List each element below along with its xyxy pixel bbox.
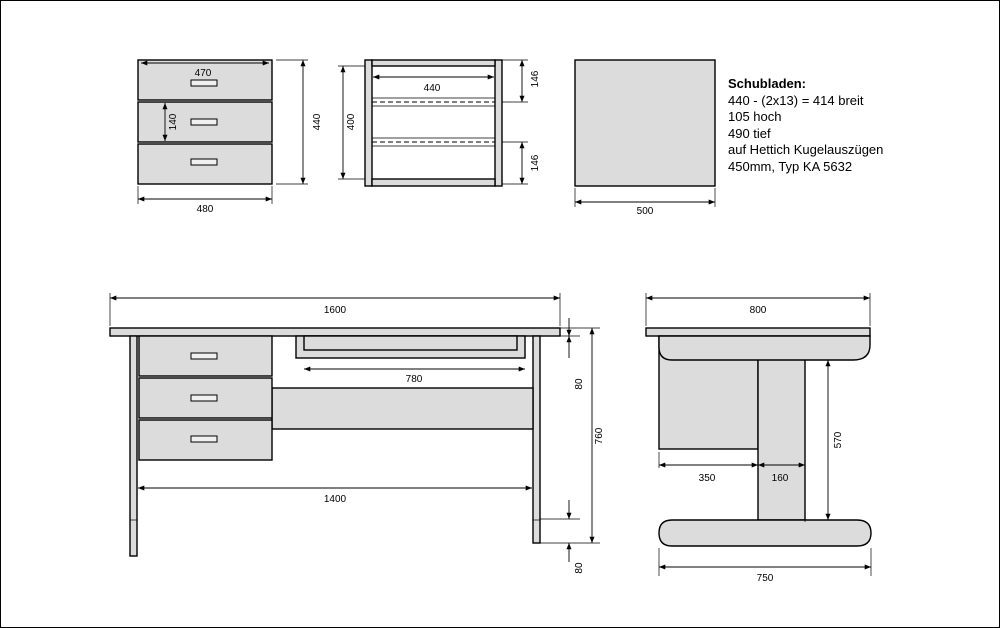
side-apron: [658, 335, 871, 361]
desk-side-view: 800 350 160 570 750: [645, 293, 872, 584]
cabinet-side-view: 500: [574, 59, 716, 217]
dim-label-leg-span: 1400: [324, 494, 347, 505]
desk-front-view: 1600 780 1400 760 80 80: [109, 293, 605, 574]
dim-label-foot-length: 750: [757, 573, 774, 584]
dim-label-top-offset: 80: [574, 378, 585, 390]
crossbar: [271, 387, 534, 430]
keyboard-tray-inner: [303, 335, 518, 351]
cabinet-front-view: 470 140 480 440: [137, 59, 323, 215]
notes-line-2: 105 hoch: [728, 109, 782, 124]
dim-label-cabinet-depth: 500: [637, 206, 654, 217]
dim-label-spacing-top: 146: [530, 70, 541, 87]
cabinet-carcass-view: 440 400 146 146: [338, 59, 541, 187]
dim-label-inner-width: 440: [424, 83, 441, 94]
carcass-bottom: [371, 178, 496, 187]
carcass-side-right: [494, 59, 503, 187]
notes-line-4: auf Hettich Kugelauszügen: [728, 142, 883, 157]
side-foot: [658, 519, 872, 547]
side-pillar: [757, 355, 806, 521]
dim-label-inner-height: 400: [346, 113, 357, 130]
drawer-handle-2: [190, 118, 218, 126]
drawer-notes: Schubladen: 440 - (2x13) = 414 breit 105…: [728, 76, 883, 174]
notes-title: Schubladen:: [728, 76, 806, 91]
dim-label-desk-height: 760: [594, 427, 605, 444]
desk-drawer-handle-2: [190, 394, 218, 402]
dim-label-side-height: 570: [833, 431, 844, 448]
dim-label-cabinet-height: 440: [312, 113, 323, 130]
dim-label-cabinet-width: 480: [197, 204, 214, 215]
dim-label-side-drawer-depth: 350: [699, 473, 716, 484]
drawer-handle-1: [190, 79, 218, 87]
carcass-side-left: [364, 59, 373, 187]
drawer-handle-3: [190, 158, 218, 166]
cabinet-side-panel: [574, 59, 716, 187]
notes-line-1: 440 - (2x13) = 414 breit: [728, 93, 864, 108]
dim-label-desk-depth: 800: [750, 305, 767, 316]
side-top: [645, 327, 871, 337]
dim-label-pillar-width: 160: [772, 473, 789, 484]
desk-leg-left: [129, 335, 138, 557]
notes-line-5: 450mm, Typ KA 5632: [728, 159, 852, 174]
desk-drawer-handle-1: [190, 352, 218, 360]
dim-label-drawer-front-height: 140: [168, 113, 179, 130]
dim-label-crossbar: 780: [406, 374, 423, 385]
desk-leg-right: [532, 335, 541, 544]
desk-drawer-handle-3: [190, 435, 218, 443]
carcass-top: [371, 59, 496, 67]
desk-top: [109, 327, 561, 337]
dim-label-bottom-offset: 80: [574, 562, 585, 574]
dim-label-drawer-front-width: 470: [195, 68, 212, 79]
notes-line-3: 490 tief: [728, 126, 771, 141]
dim-label-desk-length: 1600: [324, 305, 347, 316]
dim-label-spacing-bottom: 146: [530, 154, 541, 171]
